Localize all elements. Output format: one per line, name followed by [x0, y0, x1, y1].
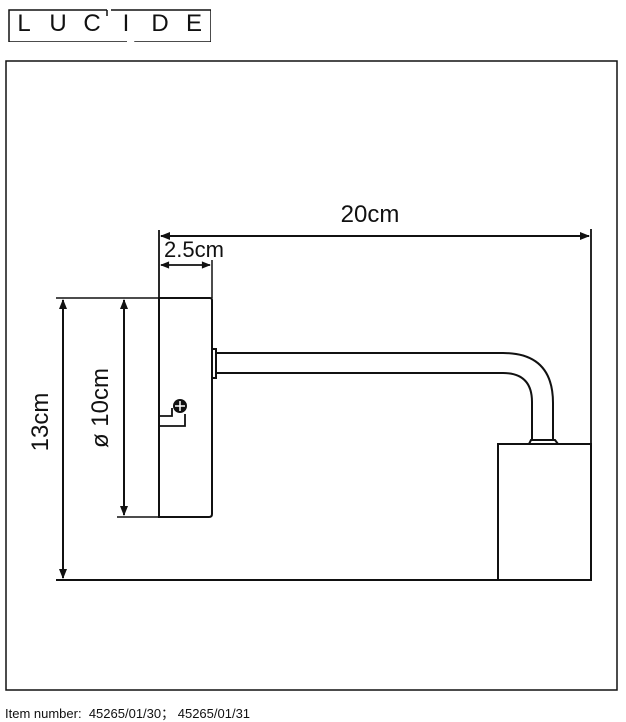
logo-letter: D [151, 10, 169, 37]
logo-letter: L [17, 10, 31, 37]
item-number-label: Item number: [5, 706, 82, 721]
logo-letter: U [49, 10, 67, 37]
arm-connector [212, 348, 217, 379]
screw-icon [173, 399, 187, 413]
dimension-label-diameter-10cm: ø 10cm [87, 368, 114, 448]
drawing-frame [5, 60, 618, 691]
wall-base-plate [158, 297, 213, 518]
dimension-base-diameter: ø 10cm [87, 299, 128, 516]
dimension-label-2-5cm: 2.5cm [164, 237, 224, 262]
dimension-label-20cm: 20cm [341, 201, 400, 228]
dimension-total-length: 20cm [160, 201, 590, 240]
logo-frame-icon [8, 9, 211, 42]
dimension-total-height: 13cm [27, 299, 67, 579]
logo-letter: I [122, 10, 130, 37]
item-number-caption: Item number: 45265/01/30； 45265/01/31 [5, 703, 250, 722]
logo-letter: E [185, 10, 202, 37]
dimension-label-13cm: 13cm [27, 393, 54, 452]
item-number-values: 45265/01/30； 45265/01/31 [88, 706, 251, 721]
dimension-base-depth: 2.5cm [160, 237, 224, 269]
brand-logo: L U C I D E [7, 6, 211, 42]
lamp-head [497, 443, 592, 581]
lamp-arm [216, 352, 559, 445]
logo-letter: C [83, 10, 101, 37]
